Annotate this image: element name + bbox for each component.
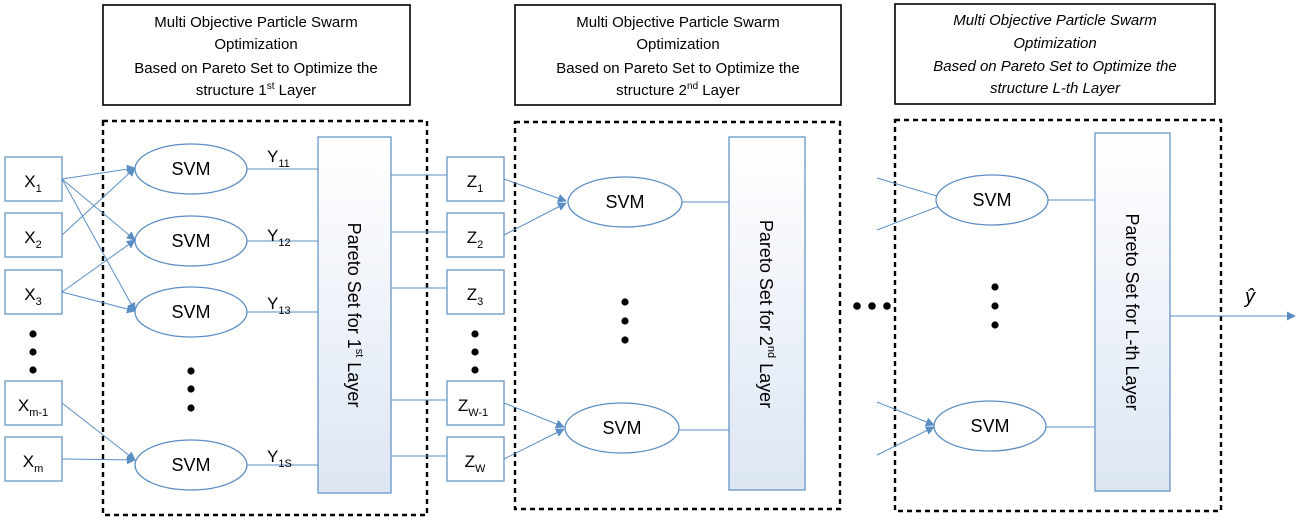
z-node-1: Z1: [446, 156, 505, 202]
layer1-header-line2: Optimization: [214, 36, 297, 53]
layer2-svm-ellipsis: [621, 298, 629, 344]
svg-text:Xm: Xm: [23, 452, 44, 475]
svg-text:Z3: Z3: [467, 285, 484, 308]
output-y11: Y11: [267, 147, 290, 170]
layer1-svm-3: SVM: [134, 286, 248, 338]
input-node-xm: Xm: [4, 436, 63, 482]
layer2-header-line1: Multi Objective Particle Swarm: [576, 14, 779, 31]
layer2-svm-1: SVM: [567, 176, 683, 228]
output-y1s: Y1S: [267, 447, 292, 470]
layerL-header-line4: structure L-th Layer: [990, 80, 1121, 97]
layer1-pareto-set: Pareto Set for 1st Layer: [317, 136, 392, 494]
layerL-header-line3: Based on Pareto Set to Optimize the: [933, 58, 1176, 75]
layer1-svm-s: SVM: [134, 439, 248, 491]
input-connections: [61, 164, 136, 465]
layer1-header-line4: structure 1st Layer: [196, 81, 316, 99]
svg-text:ZW: ZW: [465, 452, 486, 475]
layer1-svm-1: SVM: [134, 143, 248, 195]
svg-text:Xm-1: Xm-1: [18, 396, 48, 419]
layer1-boundary: [101, 119, 429, 517]
input-ellipsis: [29, 330, 37, 374]
input-node-x3: X3: [4, 269, 63, 315]
layerL-pareto-set: Pareto Set for L-th Layer: [1094, 132, 1171, 492]
layer2-svm-2: SVM: [564, 402, 680, 454]
layer1-svm-2: SVM: [134, 215, 248, 267]
layer2-boundary: [513, 120, 842, 511]
svg-text:Z2: Z2: [467, 228, 484, 251]
output-y12: Y12: [267, 226, 291, 249]
svg-text:Pareto Set for 1st Layer: Pareto Set for 1st Layer: [344, 223, 365, 408]
layer1-svm-ellipsis: [187, 367, 195, 412]
svg-text:SVM: SVM: [171, 455, 210, 475]
svg-text:ZW-1: ZW-1: [458, 396, 488, 419]
between-layers-ellipsis: [853, 302, 891, 310]
svg-text:SVM: SVM: [171, 231, 210, 251]
svg-text:SVM: SVM: [605, 192, 644, 212]
svg-text:X2: X2: [24, 228, 41, 251]
layer2-pareto-set: Pareto Set for 2nd Layer: [728, 136, 806, 491]
input-node-x1: X1: [4, 156, 63, 202]
layerL-header-line1: Multi Objective Particle Swarm: [953, 12, 1156, 29]
layerL-boundary: [893, 118, 1223, 513]
z-node-w-1: ZW-1: [446, 380, 505, 426]
layer2-header-line2: Optimization: [636, 36, 719, 53]
output-y-hat: ŷ: [1243, 286, 1256, 308]
layer1-header: Multi Objective Particle Swarm Optimizat…: [102, 4, 411, 106]
layerL-header: Multi Objective Particle Swarm Optimizat…: [894, 3, 1216, 105]
svg-text:SVM: SVM: [972, 190, 1011, 210]
svg-text:Pareto Set for 2nd Layer: Pareto Set for 2nd Layer: [756, 220, 777, 408]
svg-text:SVM: SVM: [171, 159, 210, 179]
z-node-w: ZW: [446, 436, 505, 482]
svg-text:SVM: SVM: [970, 416, 1009, 436]
layer1-header-line3: Based on Pareto Set to Optimize the: [134, 60, 377, 77]
svg-text:Z1: Z1: [467, 172, 484, 195]
layerL-header-line2: Optimization: [1013, 35, 1096, 52]
svg-text:SVM: SVM: [602, 418, 641, 438]
svg-text:SVM: SVM: [171, 302, 210, 322]
svg-text:X1: X1: [24, 172, 41, 195]
layer2-header-line3: Based on Pareto Set to Optimize the: [556, 60, 799, 77]
z-node-3: Z3: [446, 269, 505, 315]
layerL-svm-ellipsis: [991, 283, 999, 329]
z-node-2: Z2: [446, 212, 505, 258]
z-to-layer2-arrows: [503, 178, 567, 460]
layerL-svm-2: SVM: [933, 400, 1047, 452]
layer2-header-line4: structure 2nd Layer: [616, 81, 740, 99]
output-y13: Y13: [267, 294, 291, 317]
input-node-x2: X2: [4, 212, 63, 258]
svg-text:X3: X3: [24, 285, 41, 308]
layerL-input-arrows: [876, 177, 951, 456]
z-ellipsis: [471, 330, 479, 374]
layer2-header: Multi Objective Particle Swarm Optimizat…: [514, 4, 842, 106]
pareto1-to-z-lines: [391, 174, 447, 457]
layer1-header-line1: Multi Objective Particle Swarm: [154, 14, 357, 31]
svg-text:Pareto Set for L-th Layer: Pareto Set for L-th Layer: [1122, 213, 1142, 410]
input-node-xm-1: Xm-1: [4, 380, 63, 426]
layerL-svm-1: SVM: [935, 174, 1049, 226]
